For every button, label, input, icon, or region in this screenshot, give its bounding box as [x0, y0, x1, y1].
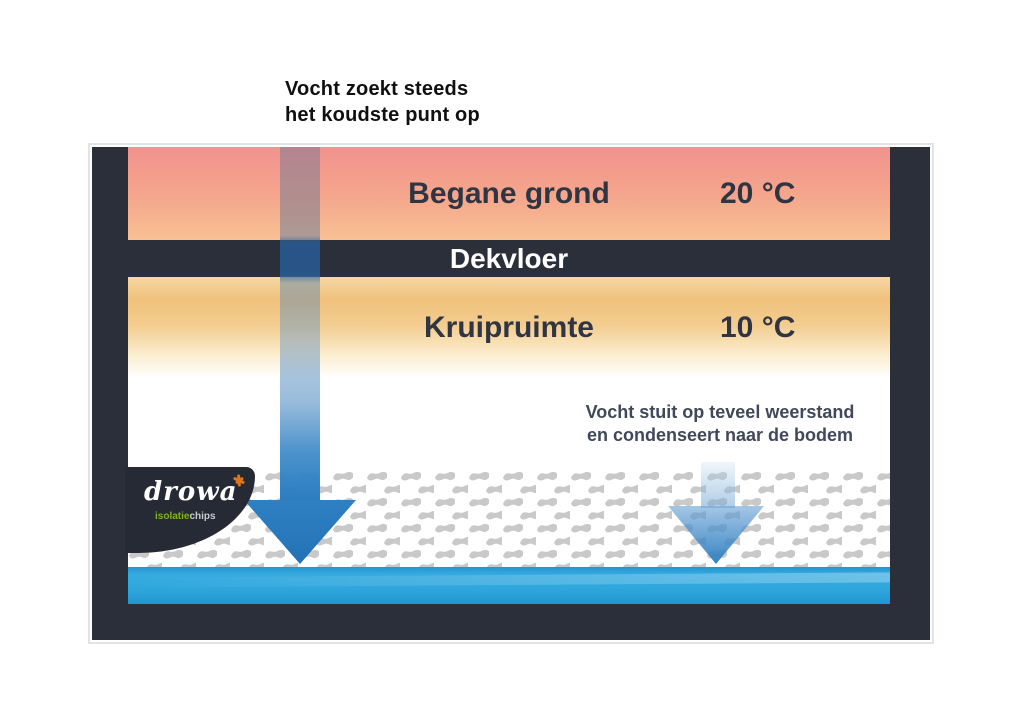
logo-subtext-chips: chips: [189, 511, 216, 522]
condensation-arrow-shaft: [701, 462, 735, 508]
frame-bottom: [92, 604, 930, 640]
kruipruimte-label: Kruipruimte: [423, 310, 594, 344]
dekvloer-label: Dekvloer: [449, 242, 569, 274]
frame-right-wall: [890, 147, 930, 640]
layer-begane-grond: Begane grond 20 °C: [128, 147, 890, 240]
diagram-caption: Vocht zoekt steeds het koudste punt op: [285, 76, 480, 128]
logo-subtext-isolatie: isolatie: [155, 511, 190, 522]
drowa-logo-subtext: isolatiechips: [155, 511, 216, 522]
condensation-note: Vocht stuit op teveel weerstand en conde…: [560, 401, 880, 447]
frame-left-wall: [92, 147, 128, 640]
layer-kruipruimte: Kruipruimte 10 °C: [128, 277, 890, 378]
chips-icon: [231, 472, 247, 488]
caption-line-2: het koudste punt op: [285, 104, 480, 126]
main-moisture-arrow-shaft: [280, 147, 320, 500]
insulation-chips-pattern: [128, 470, 890, 567]
drowa-logo-wordmark: drowa: [144, 477, 238, 507]
begane-grond-label: Begane grond: [408, 176, 610, 210]
water-layer: [128, 567, 890, 604]
kruipruimte-temperature: 10 °C: [720, 310, 796, 344]
layer-dekvloer: Dekvloer: [128, 240, 890, 277]
condensation-note-line-2: en condenseert naar de bodem: [586, 425, 854, 445]
insulation-diagram: Begane grond 20 °C Dekvloer Kruipruimte …: [88, 143, 934, 644]
begane-grond-temperature: 20 °C: [720, 176, 796, 210]
condensation-note-line-1: Vocht stuit op teveel weerstand: [585, 402, 855, 422]
caption-line-1: Vocht zoekt steeds: [285, 78, 469, 100]
